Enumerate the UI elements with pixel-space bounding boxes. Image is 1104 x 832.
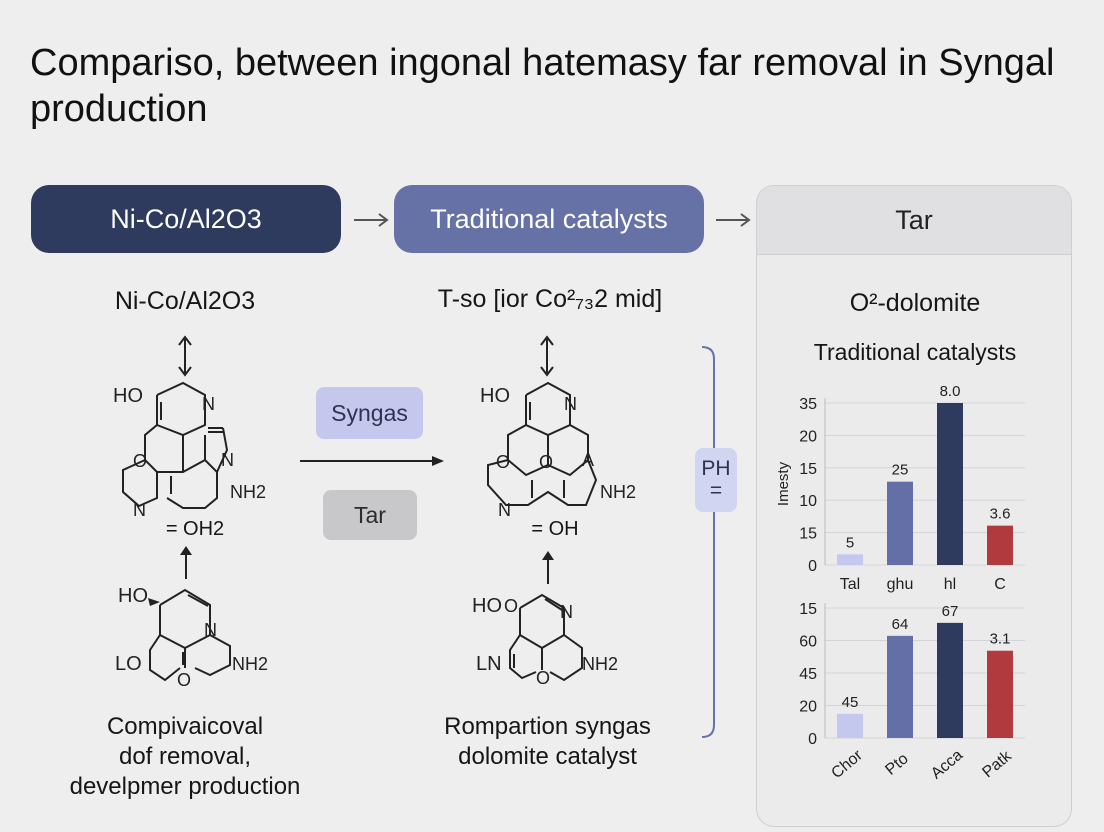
double-arrow-icon — [178, 335, 192, 377]
flow-arrow-1 — [354, 213, 389, 227]
x-tick-label: ghu — [887, 576, 914, 593]
flow-arrow-2 — [716, 213, 751, 227]
reaction-arrow — [300, 456, 444, 466]
syngas-tag: Syngas — [316, 387, 423, 439]
atom-o2: O — [536, 668, 550, 688]
y-axis-label: Imesty — [775, 461, 792, 506]
data-label: 3.6 — [990, 506, 1011, 523]
y-tick-label: 20 — [799, 428, 817, 445]
flow-node-ni-co: Ni-Co/Al2O3 — [31, 185, 341, 253]
center-lower-molecule: HO O N LN O NH2 — [472, 593, 618, 688]
center-column-heading: T-so [ior Co²₇₃2 mid] — [437, 285, 663, 313]
x-tick-label: Patk — [979, 747, 1015, 781]
data-label: 8.0 — [940, 383, 961, 400]
atom-n3: N — [133, 500, 146, 520]
x-tick-label: Tal — [840, 576, 860, 593]
right-panel-heading: O²-dolomite — [849, 289, 981, 317]
y-tick-label: 20 — [799, 699, 817, 716]
bar — [987, 525, 1013, 565]
y-tick-label: 35 — [799, 396, 817, 413]
left-lower-molecule: HO N LO O NH2 — [115, 585, 268, 690]
right-panel-subheading: Traditional catalysts — [813, 339, 1017, 365]
data-label: 25 — [892, 462, 909, 479]
data-label: 3.1 — [990, 631, 1011, 648]
page-title: Compariso, between ingonal hatemasy far … — [30, 42, 1055, 130]
atom-a: A — [582, 450, 594, 470]
y-tick-label: 0 — [808, 731, 817, 748]
atom-o1: O — [496, 452, 510, 472]
atom-n2: N — [498, 500, 511, 520]
atom-n2: N — [221, 450, 234, 470]
atom-lo: LO — [115, 653, 142, 675]
y-tick-label: 15 — [799, 461, 817, 478]
y-tick-label: 15 — [799, 601, 817, 618]
double-arrow-icon — [540, 335, 554, 377]
y-tick-label: 60 — [799, 634, 817, 651]
atom-nh2: NH2 — [600, 482, 636, 502]
atom-o2: O — [539, 452, 553, 472]
bar — [887, 481, 913, 565]
left-column-heading: Ni-Co/Al2O3 — [114, 287, 256, 315]
atom-ho: HO — [113, 385, 143, 407]
data-label: 45 — [842, 694, 859, 711]
data-label: 67 — [942, 603, 959, 620]
x-tick-label: C — [994, 576, 1006, 593]
y-tick-label: 10 — [799, 493, 817, 510]
bar — [937, 403, 963, 565]
atom-ho: HO — [118, 585, 148, 607]
atom-n: N — [560, 602, 573, 622]
center-mid-label: = OH — [531, 518, 579, 540]
left-caption: Compivaicoval dof removal, develpmer pro… — [69, 713, 301, 800]
bar — [837, 554, 863, 565]
atom-nh2: NH2 — [582, 654, 618, 674]
y-tick-label: 15 — [799, 526, 817, 543]
atom-n: N — [202, 394, 215, 414]
atom-ho: HO — [472, 595, 502, 617]
atom-ho: HO — [480, 385, 510, 407]
tar-tag: Tar — [323, 490, 417, 540]
x-tick-label: Pto — [882, 750, 911, 779]
x-tick-label: Acca — [928, 747, 966, 783]
x-tick-label: Chor — [828, 746, 866, 782]
ph-tag: PH = — [695, 448, 737, 512]
left-upper-molecule: HO N O N NH2 N — [113, 381, 266, 520]
atom-ln: LN — [476, 653, 502, 675]
y-tick-label: 0 — [808, 558, 817, 575]
atom-n: N — [564, 394, 577, 414]
arrow-up-icon — [180, 546, 192, 579]
center-caption: Rompartion syngas dolomite catalyst — [444, 713, 651, 770]
bar — [837, 713, 863, 738]
left-mid-label: = OH2 — [165, 518, 225, 540]
bar — [887, 635, 913, 738]
bracket-shape — [701, 346, 715, 738]
atom-o: O — [504, 596, 518, 616]
data-label: 64 — [892, 616, 909, 633]
atom-n: N — [204, 620, 217, 640]
x-tick-label: hl — [944, 576, 956, 593]
arrow-up-icon — [542, 551, 554, 584]
atom-o: O — [177, 670, 191, 690]
atom-nh2: NH2 — [232, 654, 268, 674]
bar — [937, 622, 963, 738]
right-panel: Tar — [756, 185, 1072, 827]
flow-node-traditional-catalysts: Traditional catalysts — [394, 185, 704, 253]
flow-node-tar: Tar — [757, 186, 1071, 255]
bar — [987, 650, 1013, 738]
atom-nh2: NH2 — [230, 482, 266, 502]
atom-o: O — [133, 451, 147, 471]
data-label: 5 — [846, 534, 854, 551]
center-upper-molecule: HO N O O A N NH2 — [480, 381, 636, 520]
y-tick-label: 45 — [799, 666, 817, 683]
